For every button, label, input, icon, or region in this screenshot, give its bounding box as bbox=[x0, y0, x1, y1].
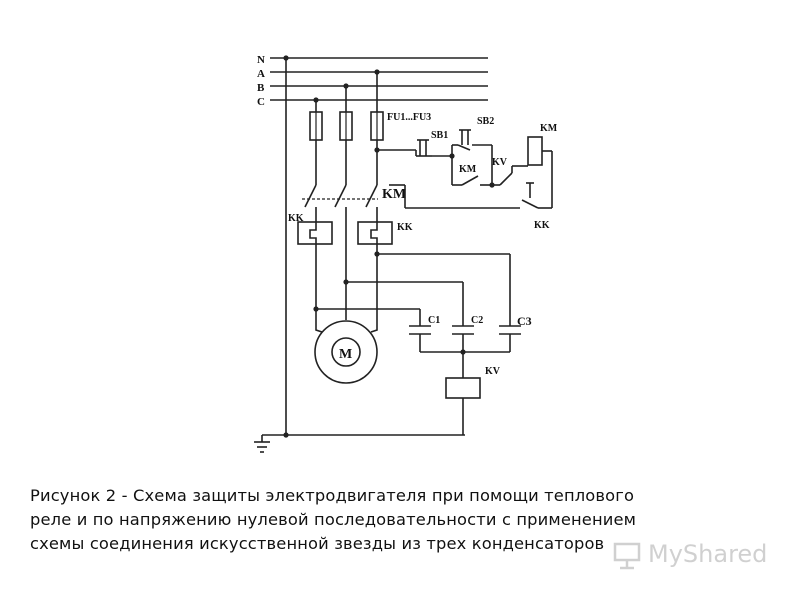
bus-n-label: N bbox=[257, 54, 265, 66]
control-circuit: SB1 SB2 KM KV KM KK bbox=[374, 116, 558, 231]
thermal-relay-kk: KK KK bbox=[288, 213, 413, 320]
sb1-label: SB1 bbox=[431, 130, 448, 141]
caption-line-1: Рисунок 2 - Схема защиты электродвигател… bbox=[30, 486, 635, 505]
kv-relay-coil: KV bbox=[445, 366, 501, 435]
c1-label: C1 bbox=[428, 315, 440, 326]
kk-left-label: KK bbox=[288, 213, 304, 224]
kv-contact-label: KV bbox=[492, 157, 508, 168]
capacitor-star: C1 C2 C3 bbox=[313, 251, 532, 378]
circuit-diagram: N A B C FU1...FU3 bbox=[254, 54, 558, 453]
sb2-label: SB2 bbox=[477, 116, 494, 127]
bus-b-label: B bbox=[257, 82, 265, 94]
fuses-label: FU1...FU3 bbox=[387, 112, 431, 123]
caption-line-2: реле и по напряжению нулевой последовате… bbox=[30, 510, 637, 529]
fuses-fu1-fu3: FU1...FU3 bbox=[309, 111, 431, 141]
busbars: N A B C bbox=[257, 54, 488, 108]
watermark: MyShared bbox=[612, 540, 767, 570]
watermark-text: MyShared bbox=[648, 540, 768, 568]
phase-feeders bbox=[313, 69, 380, 112]
km-main-contacts: KM bbox=[302, 140, 406, 227]
kv-coil-label: KV bbox=[485, 366, 501, 377]
presentation-board-icon bbox=[613, 542, 641, 570]
caption-line-3: схемы соединения искусственной звезды из… bbox=[30, 534, 605, 553]
bus-a-label: A bbox=[257, 68, 265, 80]
km-aux-label: KM bbox=[459, 164, 477, 175]
c2-label: C2 bbox=[471, 315, 483, 326]
km-coil-label: KM bbox=[540, 123, 558, 134]
motor: M bbox=[314, 320, 378, 384]
kk-right-label: KK bbox=[397, 222, 413, 233]
bus-c-label: C bbox=[257, 96, 265, 108]
c3-label: C3 bbox=[517, 314, 532, 328]
figure-caption: Рисунок 2 - Схема защиты электродвигател… bbox=[30, 484, 780, 556]
ground-symbol bbox=[254, 441, 270, 453]
kk-contact-label: KK bbox=[534, 220, 550, 231]
motor-label: M bbox=[339, 347, 352, 362]
km-contacts-label: KM bbox=[382, 187, 406, 202]
neutral-wire bbox=[261, 55, 465, 442]
